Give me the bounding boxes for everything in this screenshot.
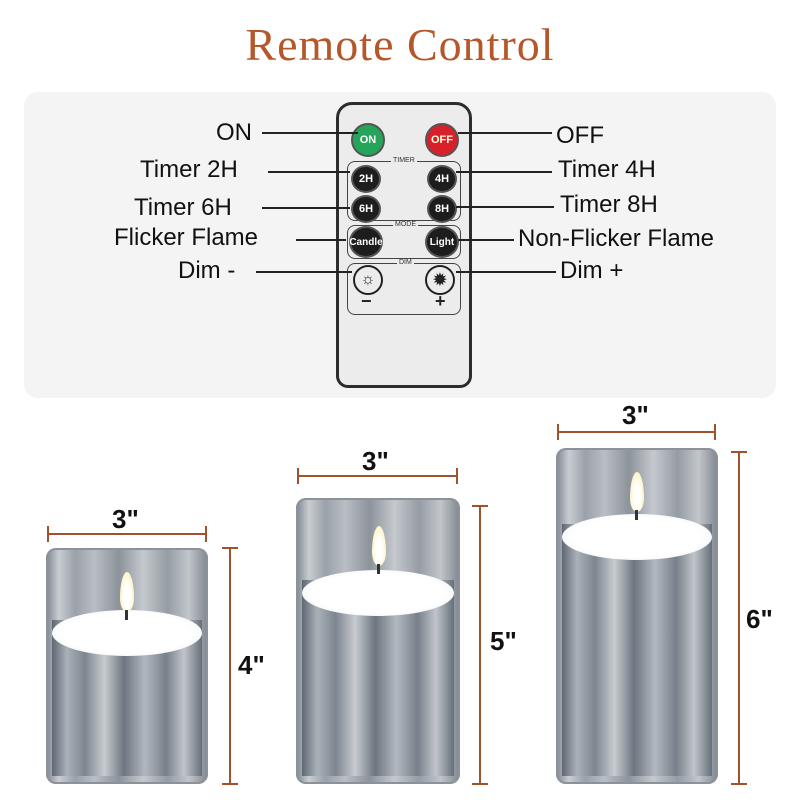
leader-flicker [296, 239, 346, 241]
tick [472, 783, 488, 785]
leader-dim-plus [456, 271, 556, 273]
candle-button[interactable]: Candle [349, 226, 383, 258]
leader-on [262, 132, 358, 134]
label-non-flicker: Non-Flicker Flame [518, 225, 715, 252]
dim-section-label: DIM [397, 259, 414, 266]
label-dim-minus: Dim - [178, 257, 236, 284]
leader-timer-8h [456, 206, 554, 208]
leader-timer-4h [456, 171, 552, 173]
wax-top [562, 514, 712, 560]
candle-5in-height-label: 5" [490, 626, 517, 656]
minus-sign: − [361, 291, 372, 311]
on-button[interactable]: ON [351, 123, 385, 157]
tick [222, 783, 238, 785]
timer-8h-button[interactable]: 8H [427, 195, 457, 223]
candle-6in-width-line [558, 431, 716, 433]
wick [635, 510, 638, 520]
tick [714, 424, 716, 440]
label-timer-4h: Timer 4H [558, 156, 656, 183]
candle-4in-width-line [48, 533, 206, 535]
tick [297, 468, 299, 484]
label-timer-8h: Timer 8H [560, 191, 658, 218]
candle-6in-height-label: 6" [746, 604, 773, 634]
leader-non-flicker [458, 239, 514, 241]
wick [377, 564, 380, 574]
candle-wax [562, 514, 712, 776]
leader-timer-6h [262, 207, 350, 209]
page-title: Remote Control [245, 19, 555, 70]
candle-5in-height-line [479, 506, 481, 784]
candle-4in-width-label: 3" [112, 504, 139, 534]
plus-sign: + [435, 291, 446, 311]
label-timer-6h: Timer 6H [134, 194, 232, 221]
flame-icon [630, 472, 644, 512]
flame-icon [120, 572, 134, 612]
candle-5in-width-line [298, 475, 458, 477]
flame-icon [372, 526, 386, 566]
candle-6in [556, 448, 718, 784]
timer-2h-button[interactable]: 2H [351, 165, 381, 193]
tick [731, 783, 747, 785]
leader-dim-minus [256, 271, 352, 273]
mode-section-label: MODE [393, 221, 418, 228]
label-dim-plus: Dim + [560, 257, 624, 284]
candle-4in-height-label: 4" [238, 650, 265, 680]
sun-outline-icon: ☼ [360, 271, 376, 288]
candle-wax [52, 610, 202, 776]
wick [125, 610, 128, 620]
tick [222, 547, 238, 549]
tick [472, 505, 488, 507]
candle-5in [296, 498, 460, 784]
dim-plus-button[interactable]: ✹ [425, 265, 455, 295]
candle-4in [46, 548, 208, 784]
leader-off [458, 132, 552, 134]
dim-minus-button[interactable]: ☼ [353, 265, 383, 295]
remote-control: ON OFF TIMER 2H 4H 6H 8H MODE Candle Lig… [336, 102, 472, 388]
tick [205, 526, 207, 542]
wax-top [302, 570, 454, 616]
timer-6h-button[interactable]: 6H [351, 195, 381, 223]
light-button[interactable]: Light [425, 226, 459, 258]
timer-section-label: TIMER [391, 157, 417, 164]
sun-filled-icon: ✹ [433, 272, 447, 289]
tick [47, 526, 49, 542]
label-timer-2h: Timer 2H [140, 156, 238, 183]
candle-6in-height-line [738, 452, 740, 784]
candle-wax [302, 570, 454, 776]
candle-4in-height-line [229, 548, 231, 784]
label-on: ON [216, 119, 252, 146]
tick [731, 451, 747, 453]
label-flicker: Flicker Flame [114, 224, 259, 251]
tick [557, 424, 559, 440]
label-off: OFF [556, 122, 604, 149]
timer-4h-button[interactable]: 4H [427, 165, 457, 193]
off-button[interactable]: OFF [425, 123, 459, 157]
candle-5in-width-label: 3" [362, 446, 389, 476]
leader-timer-2h [268, 171, 350, 173]
candle-6in-width-label: 3" [622, 400, 649, 430]
tick [456, 468, 458, 484]
